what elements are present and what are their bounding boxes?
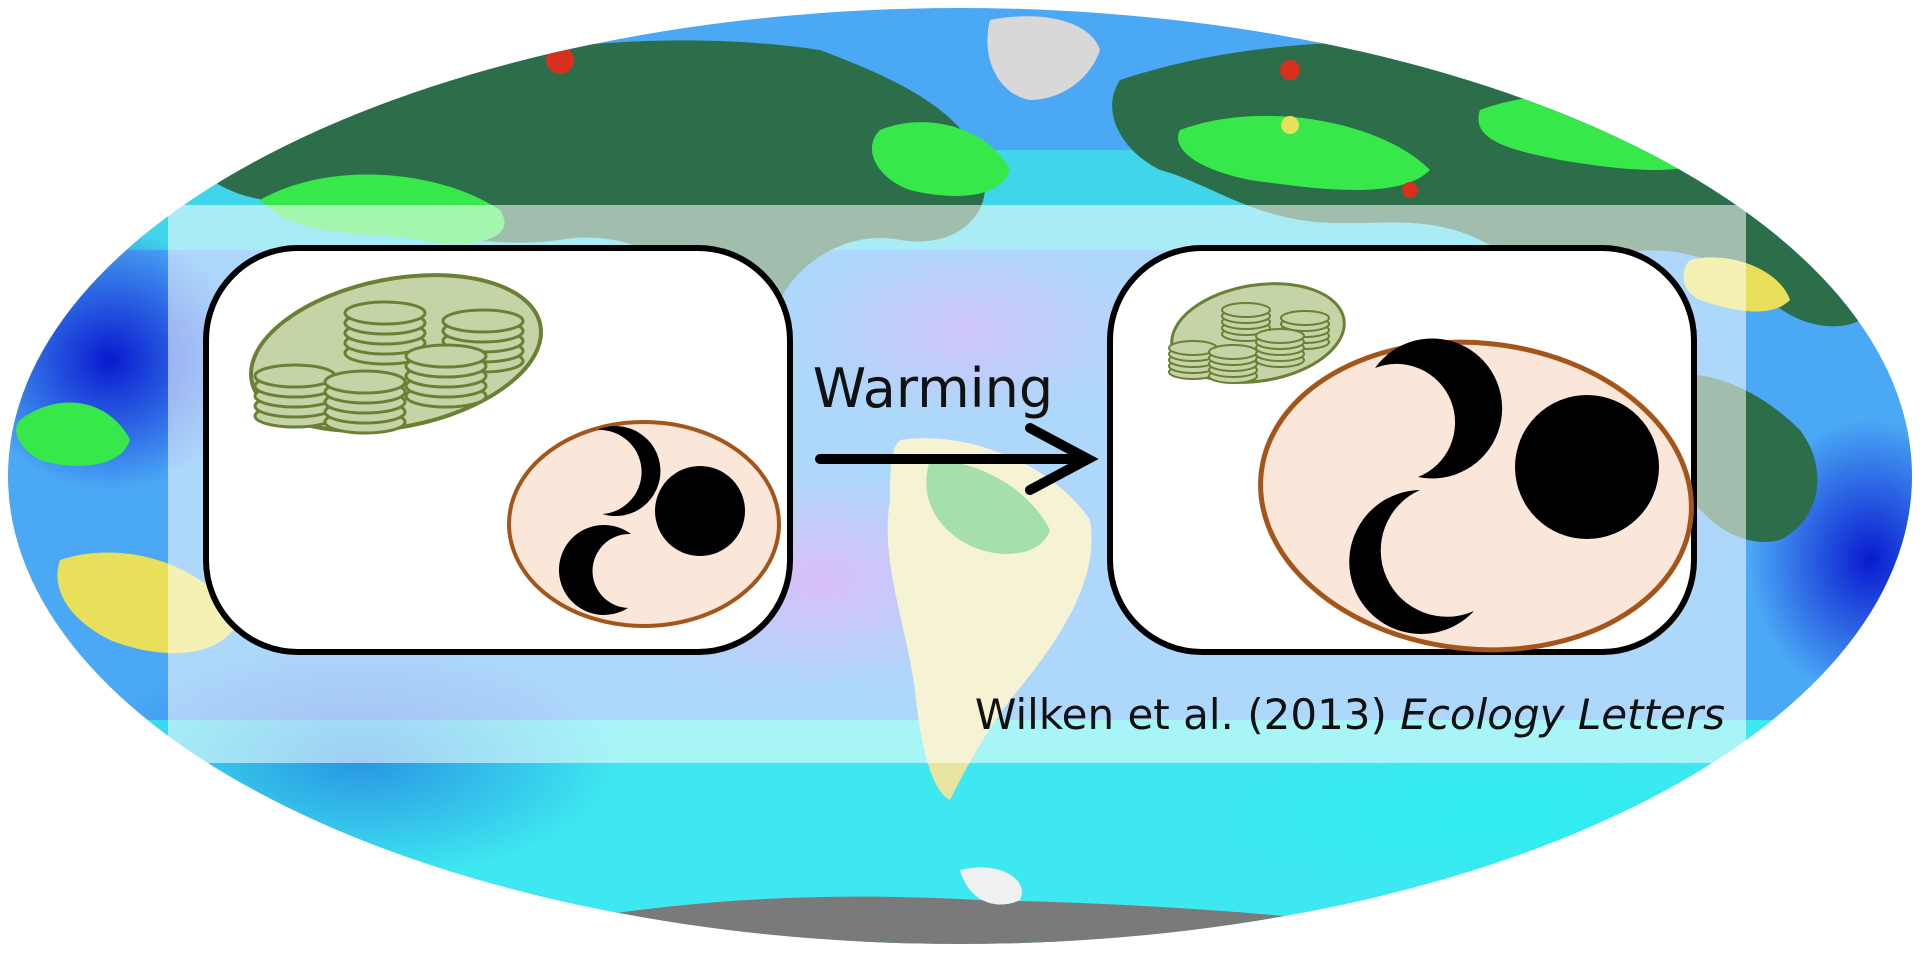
arrow-label: Warming <box>813 357 1053 420</box>
prey-cell-icon <box>1349 338 1659 634</box>
chloroplast-icon <box>249 273 543 435</box>
food-vacuole-icon <box>1258 338 1694 653</box>
right-cell <box>1107 245 1697 655</box>
arrow-right-icon <box>815 423 1099 495</box>
warming-arrow: Warming <box>813 357 1099 495</box>
prey-cell-icon <box>558 426 745 615</box>
citation: Wilken et al. (2013) Ecology Letters <box>975 690 1725 739</box>
chloroplast-icon <box>1168 282 1346 384</box>
food-vacuole-icon <box>507 420 781 628</box>
citation-authors: Wilken et al. (2013) <box>974 690 1387 739</box>
left-cell <box>203 245 793 655</box>
citation-journal: Ecology Letters <box>1400 690 1725 739</box>
